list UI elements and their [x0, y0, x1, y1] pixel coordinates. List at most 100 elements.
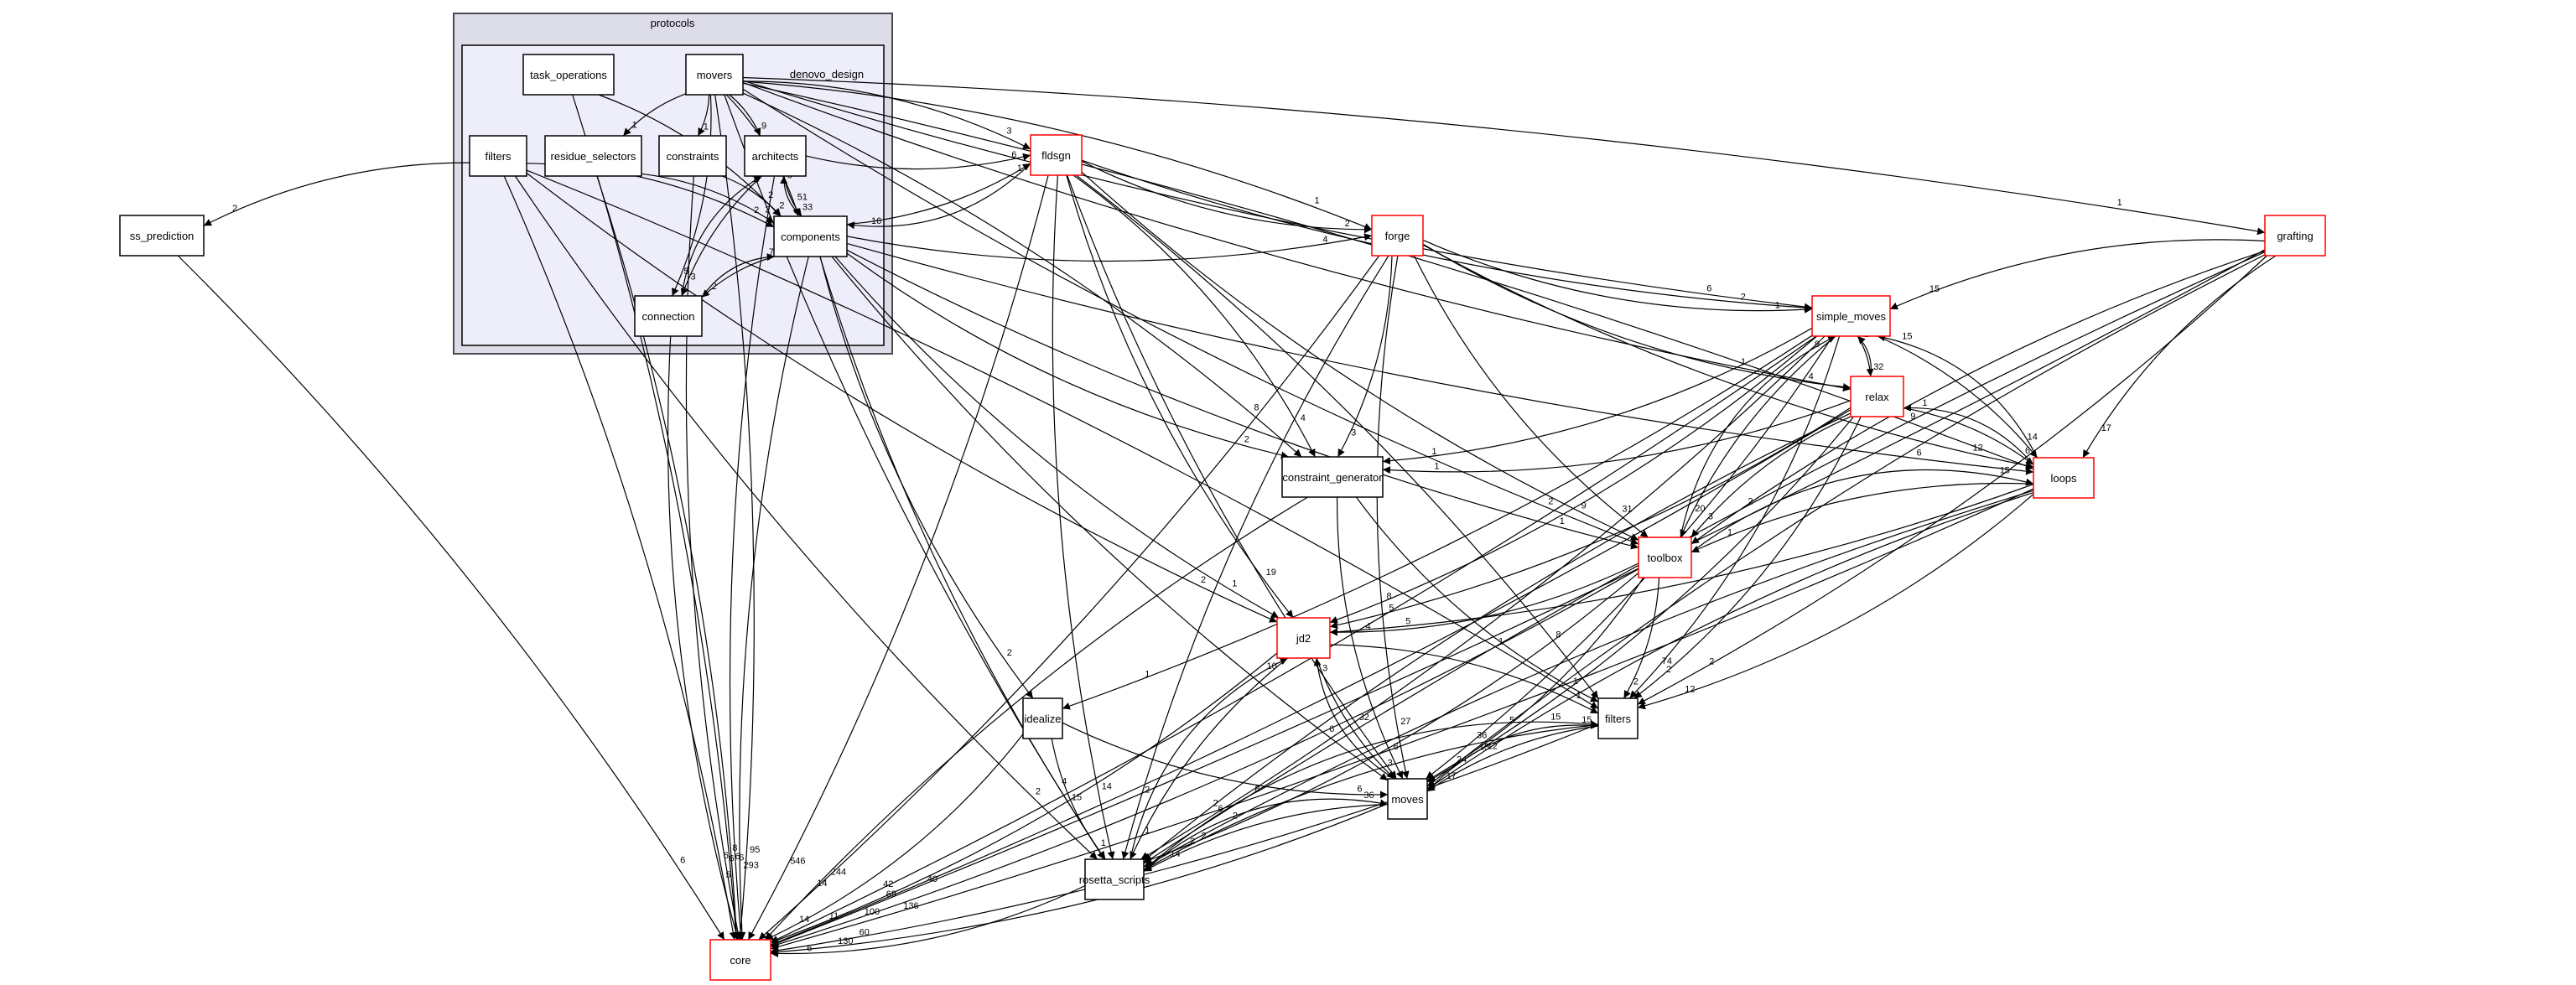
edge-label[interactable]: 8 — [1555, 630, 1561, 640]
edge-label[interactable]: 1 — [1498, 636, 1504, 646]
edge-label[interactable]: 16 — [871, 216, 881, 226]
edge-relax-to-loops[interactable] — [1903, 407, 2034, 465]
edge-relax-to-filters[interactable] — [1633, 416, 1862, 699]
edge-label[interactable]: 6 — [1706, 284, 1711, 294]
edge-label[interactable]: 2 — [232, 204, 237, 214]
edge-movers-to-constraints[interactable] — [697, 94, 710, 137]
edge-relax-to-rosetta-scripts[interactable] — [1143, 412, 1852, 862]
edge-label[interactable]: 1 — [1232, 578, 1237, 588]
edge-label[interactable]: 2 — [1213, 798, 1218, 808]
node-constraints[interactable]: constraints — [658, 135, 727, 177]
edge-movers-to-grafting[interactable] — [742, 76, 2266, 236]
edge-label[interactable]: 6 — [680, 856, 685, 866]
edge-toolbox-to-simple-moves[interactable] — [1680, 335, 1836, 538]
edge-connection-to-components[interactable] — [701, 253, 775, 298]
node-idealize[interactable]: idealize — [1022, 697, 1063, 739]
node-box[interactable] — [1281, 456, 1384, 498]
node-grafting[interactable]: grafting — [2264, 215, 2326, 257]
edge-movers-to-constraint-generator[interactable] — [742, 92, 1302, 458]
edge-label[interactable]: 11 — [829, 911, 839, 921]
edge-fldsgn-to-filters[interactable] — [1076, 174, 1599, 699]
edge-filters-to-moves[interactable] — [1426, 725, 1599, 792]
edge-label[interactable]: 3 — [1388, 759, 1393, 769]
edge-forge-to-loops[interactable] — [1422, 244, 2034, 469]
edge-toolbox-to-core[interactable] — [770, 568, 1639, 948]
edge-constraints-to-components[interactable] — [721, 175, 782, 217]
edge-components-to-loops[interactable] — [846, 242, 2034, 475]
node-box[interactable] — [469, 135, 527, 177]
edge-forge-to-constraint-generator[interactable] — [1337, 255, 1393, 458]
edge-label[interactable]: 19 — [1266, 568, 1276, 578]
edge-fldsgn-to-moves[interactable] — [1067, 174, 1397, 780]
node-box[interactable] — [773, 215, 848, 257]
edge-label[interactable]: 12 — [1685, 684, 1695, 694]
edge-grafting-to-core[interactable] — [770, 249, 2266, 947]
edge-filters-dd-to-ss-prediction[interactable] — [203, 162, 470, 226]
edge-label[interactable]: 15 — [1072, 793, 1082, 803]
edge-label[interactable]: 3 — [1351, 428, 1356, 438]
edge-label[interactable]: 6 — [1357, 785, 1362, 795]
edge-connection-to-core[interactable] — [667, 335, 740, 941]
edge-label[interactable]: 1 — [1431, 447, 1436, 457]
edge-label[interactable]: 60 — [860, 927, 870, 937]
edge-label[interactable]: 2 — [1633, 677, 1639, 687]
edge-connection-to-architects[interactable] — [681, 175, 762, 297]
edge-label[interactable]: 100 — [865, 907, 880, 917]
edge-loops-to-moves[interactable] — [1426, 492, 2034, 790]
edge-loops-to-jd2[interactable] — [1329, 484, 2034, 636]
edge-label[interactable]: 9 — [1910, 412, 1915, 422]
edge-label[interactable]: 5 — [1389, 604, 1394, 614]
edge-movers-to-toolbox[interactable] — [742, 88, 1639, 545]
edge-label[interactable]: 1 — [1573, 677, 1578, 687]
node-box[interactable] — [544, 135, 642, 177]
node-box[interactable] — [1084, 858, 1145, 900]
edge-label[interactable]: 3 — [1322, 663, 1327, 673]
edge-simple-moves-to-loops[interactable] — [1877, 335, 2038, 459]
edge-components-to-forge[interactable] — [846, 233, 1373, 262]
node-box[interactable] — [1030, 134, 1083, 176]
edge-label[interactable]: 9 — [1581, 500, 1587, 511]
edge-architects-to-core[interactable] — [729, 175, 776, 941]
edge-label[interactable]: 2 — [1741, 293, 1746, 303]
edge-jd2-to-rosetta-scripts[interactable] — [1130, 657, 1289, 860]
edge-grafting-to-filters[interactable] — [1637, 255, 2267, 705]
edge-filters-dd-to-rosetta-scripts[interactable] — [514, 175, 1098, 860]
edge-label[interactable]: 36 — [1477, 731, 1487, 741]
edge-forge-to-core[interactable] — [758, 255, 1380, 941]
edge-label[interactable]: 33 — [802, 203, 813, 213]
edge-movers-to-loops[interactable] — [742, 82, 2034, 470]
edge-components-to-rosetta-scripts[interactable] — [819, 256, 1106, 860]
edge-grafting-to-rosetta-scripts[interactable] — [1143, 251, 2266, 864]
edge-loops-to-rosetta-scripts[interactable] — [1143, 490, 2034, 868]
edge-simple-moves-to-rosetta-scripts[interactable] — [1140, 335, 1826, 860]
edge-label[interactable]: 4 — [1301, 413, 1306, 423]
edge-movers-to-architects[interactable] — [729, 94, 761, 137]
edge-label[interactable]: 14 — [1102, 781, 1112, 791]
edge-loops-to-toolbox[interactable] — [1690, 482, 2034, 553]
node-core[interactable]: core — [709, 939, 771, 981]
edge-moves-to-core[interactable] — [770, 803, 1389, 956]
edge-toolbox-to-filters[interactable] — [1623, 577, 1660, 699]
node-rosetta-scripts[interactable]: rosetta_scripts — [1079, 858, 1150, 900]
edge-label[interactable]: 6 — [735, 852, 740, 862]
edge-label[interactable]: 14 — [1170, 849, 1180, 859]
node-box[interactable] — [522, 54, 615, 96]
edge-label[interactable]: 2 — [1201, 575, 1206, 585]
node-box[interactable] — [1276, 617, 1331, 659]
edge-label[interactable]: 10 — [1267, 661, 1277, 671]
edge-label[interactable]: 1 — [1576, 691, 1581, 701]
edge-forge-to-rosetta-scripts[interactable] — [1121, 255, 1389, 860]
edge-label[interactable]: 1 — [2117, 198, 2122, 208]
edge-constraint-generator-to-core[interactable] — [764, 496, 1308, 941]
edge-label[interactable]: 74 — [1662, 656, 1672, 666]
edge-label[interactable]: 14 — [817, 879, 827, 889]
edge-task-operations-to-core[interactable] — [572, 94, 740, 941]
edge-label[interactable]: 2 — [1244, 435, 1249, 445]
node-residue-selectors[interactable]: residue_selectors — [544, 135, 642, 177]
edge-residue-selectors-to-core[interactable] — [596, 175, 740, 941]
node-box[interactable] — [2033, 457, 2095, 499]
edge-label[interactable]: 36 — [1363, 791, 1374, 801]
edge-filters-to-rosetta-scripts[interactable] — [1143, 723, 1599, 871]
edge-components-to-constraint-generator[interactable] — [846, 252, 1290, 459]
edge-label[interactable]: 6 — [2025, 446, 2030, 456]
